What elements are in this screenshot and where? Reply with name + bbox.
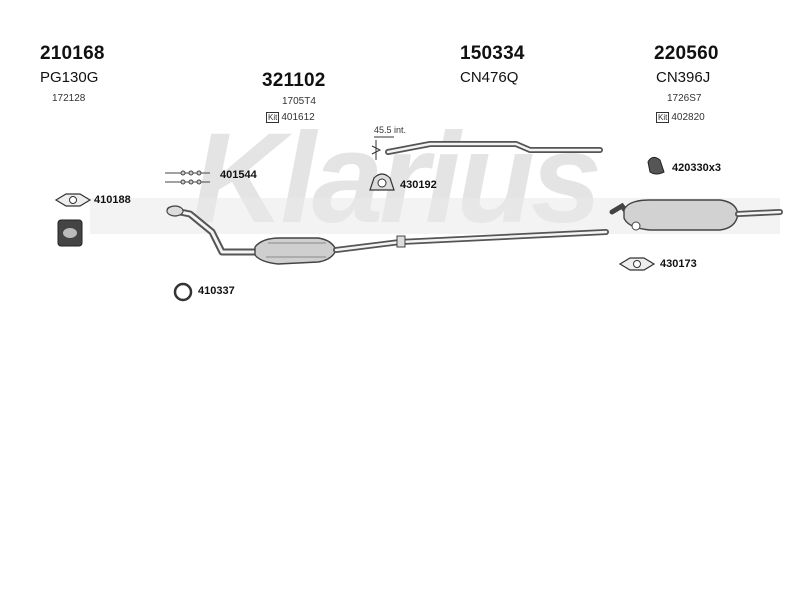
rear-silencer	[609, 199, 783, 231]
callout-410337: 410337	[198, 285, 235, 297]
part-ref: 1705T4	[282, 96, 316, 107]
kit-label: Kit 401612	[266, 112, 315, 123]
catalytic-converter	[254, 237, 337, 265]
pipe-joint	[396, 235, 406, 248]
part-code: CN396J	[656, 69, 711, 86]
kit-tag: Kit	[266, 112, 280, 123]
hanger-icon	[647, 156, 665, 175]
part-number-150334: 150334	[460, 43, 525, 64]
part-code: PG130G	[40, 69, 99, 86]
dimension-mark	[371, 136, 394, 160]
clamp-icon	[369, 173, 395, 191]
callout-420330x3: 420330x3	[672, 162, 721, 174]
gasket-icon	[54, 193, 92, 207]
bolt-icon	[165, 170, 210, 185]
callout-430192: 430192	[400, 179, 437, 191]
part-ref: 1726S7	[667, 93, 702, 104]
part-number-210168: 210168	[40, 43, 105, 64]
kit-tag: Kit	[656, 112, 670, 123]
part-code: CN476Q	[460, 69, 519, 86]
ring-icon	[173, 282, 193, 302]
rubber-mount-icon	[57, 219, 83, 247]
clamp-rear-icon	[618, 257, 656, 271]
kit-number: 401612	[281, 111, 315, 123]
callout-410188: 410188	[94, 194, 131, 206]
part-number-321102: 321102	[262, 70, 326, 91]
front-flange	[166, 205, 184, 217]
callout-401544: 401544	[220, 169, 257, 181]
callout-430173: 430173	[660, 258, 697, 270]
part-number-220560: 220560	[654, 43, 719, 64]
part-ref: 172128	[52, 93, 86, 104]
kit-number: 402820	[671, 111, 705, 123]
pipe-dimension: 45.5 int.	[374, 125, 407, 135]
kit-label: Kit 402820	[656, 112, 705, 123]
